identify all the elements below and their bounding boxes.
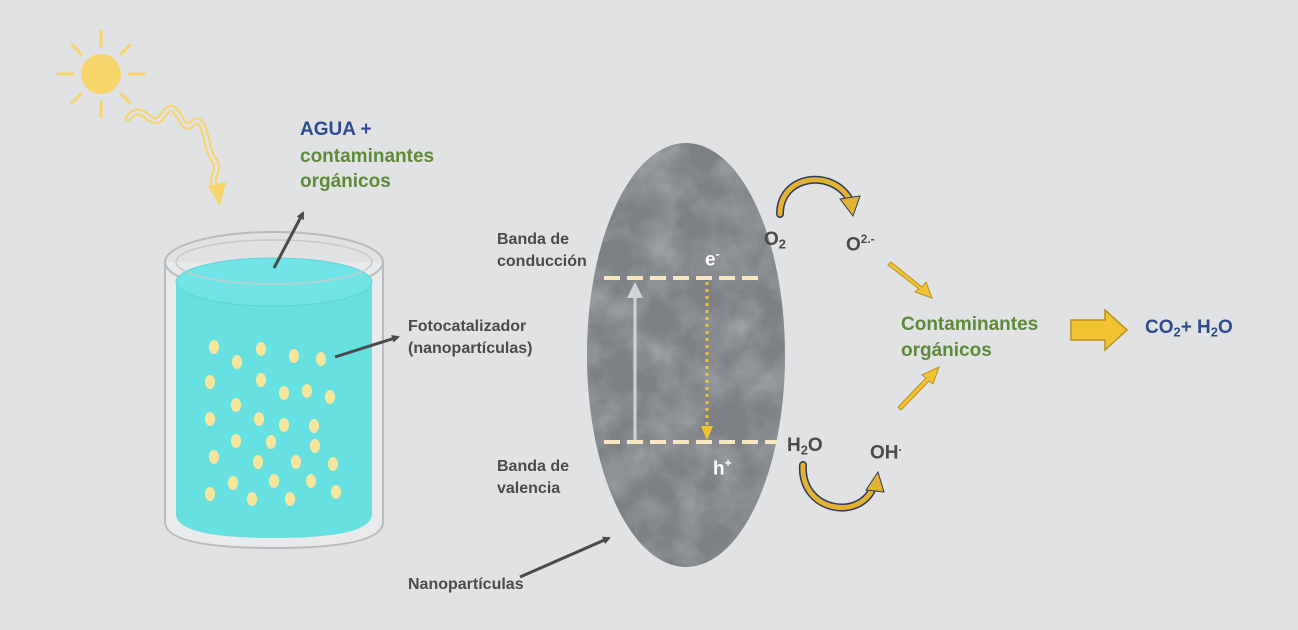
o2-reduction-arrow (776, 175, 861, 218)
electron-label: e- (705, 248, 720, 271)
water-organic-label: orgánicos (300, 171, 391, 192)
products-label: CO2+ H2O (1145, 317, 1233, 340)
product-arrow (1070, 308, 1129, 352)
pollutants-label: Contaminantes (901, 314, 1039, 335)
valence-band-label-1: Banda de (497, 458, 570, 475)
water-molecule-label: H2O (787, 435, 823, 458)
water-oxidation-arrow (798, 461, 885, 512)
hydroxyl-label: OH. (870, 441, 902, 464)
water-label: AGUA + (300, 119, 372, 140)
nanoparticle-pointer-arrow (519, 536, 611, 579)
water-pointer-arrow (272, 211, 305, 269)
hydroxyl-attack-arrow (897, 366, 940, 411)
photocatalyst-pointer-arrow (334, 335, 400, 359)
nanoparticles-label: Nanopartículas (408, 576, 524, 593)
water-pollutants-label: contaminantes (300, 146, 435, 167)
photocatalyst-label: Fotocatalizador (408, 318, 527, 335)
pollutants-organic-label: orgánicos (901, 340, 992, 361)
sun-icon (56, 29, 146, 119)
superoxide-label: O2.- (846, 233, 875, 256)
photocatalyst-sub-label: (nanopartículas) (408, 340, 533, 357)
electron-transfer-arrow (701, 282, 713, 440)
beaker-icon (164, 231, 384, 550)
oxygen-label: O2 (764, 229, 786, 252)
conduction-band-label-1: Banda de (497, 231, 570, 248)
semiconductor-particle-icon (587, 143, 785, 567)
hole-label: h+ (713, 457, 732, 480)
particle-dots (205, 340, 341, 506)
light-wave-icon (124, 104, 226, 206)
excitation-arrow (627, 282, 643, 440)
valence-band-label-2: valencia (497, 480, 561, 497)
conduction-band-label-2: conducción (497, 253, 587, 270)
superoxide-attack-arrow (887, 261, 933, 299)
